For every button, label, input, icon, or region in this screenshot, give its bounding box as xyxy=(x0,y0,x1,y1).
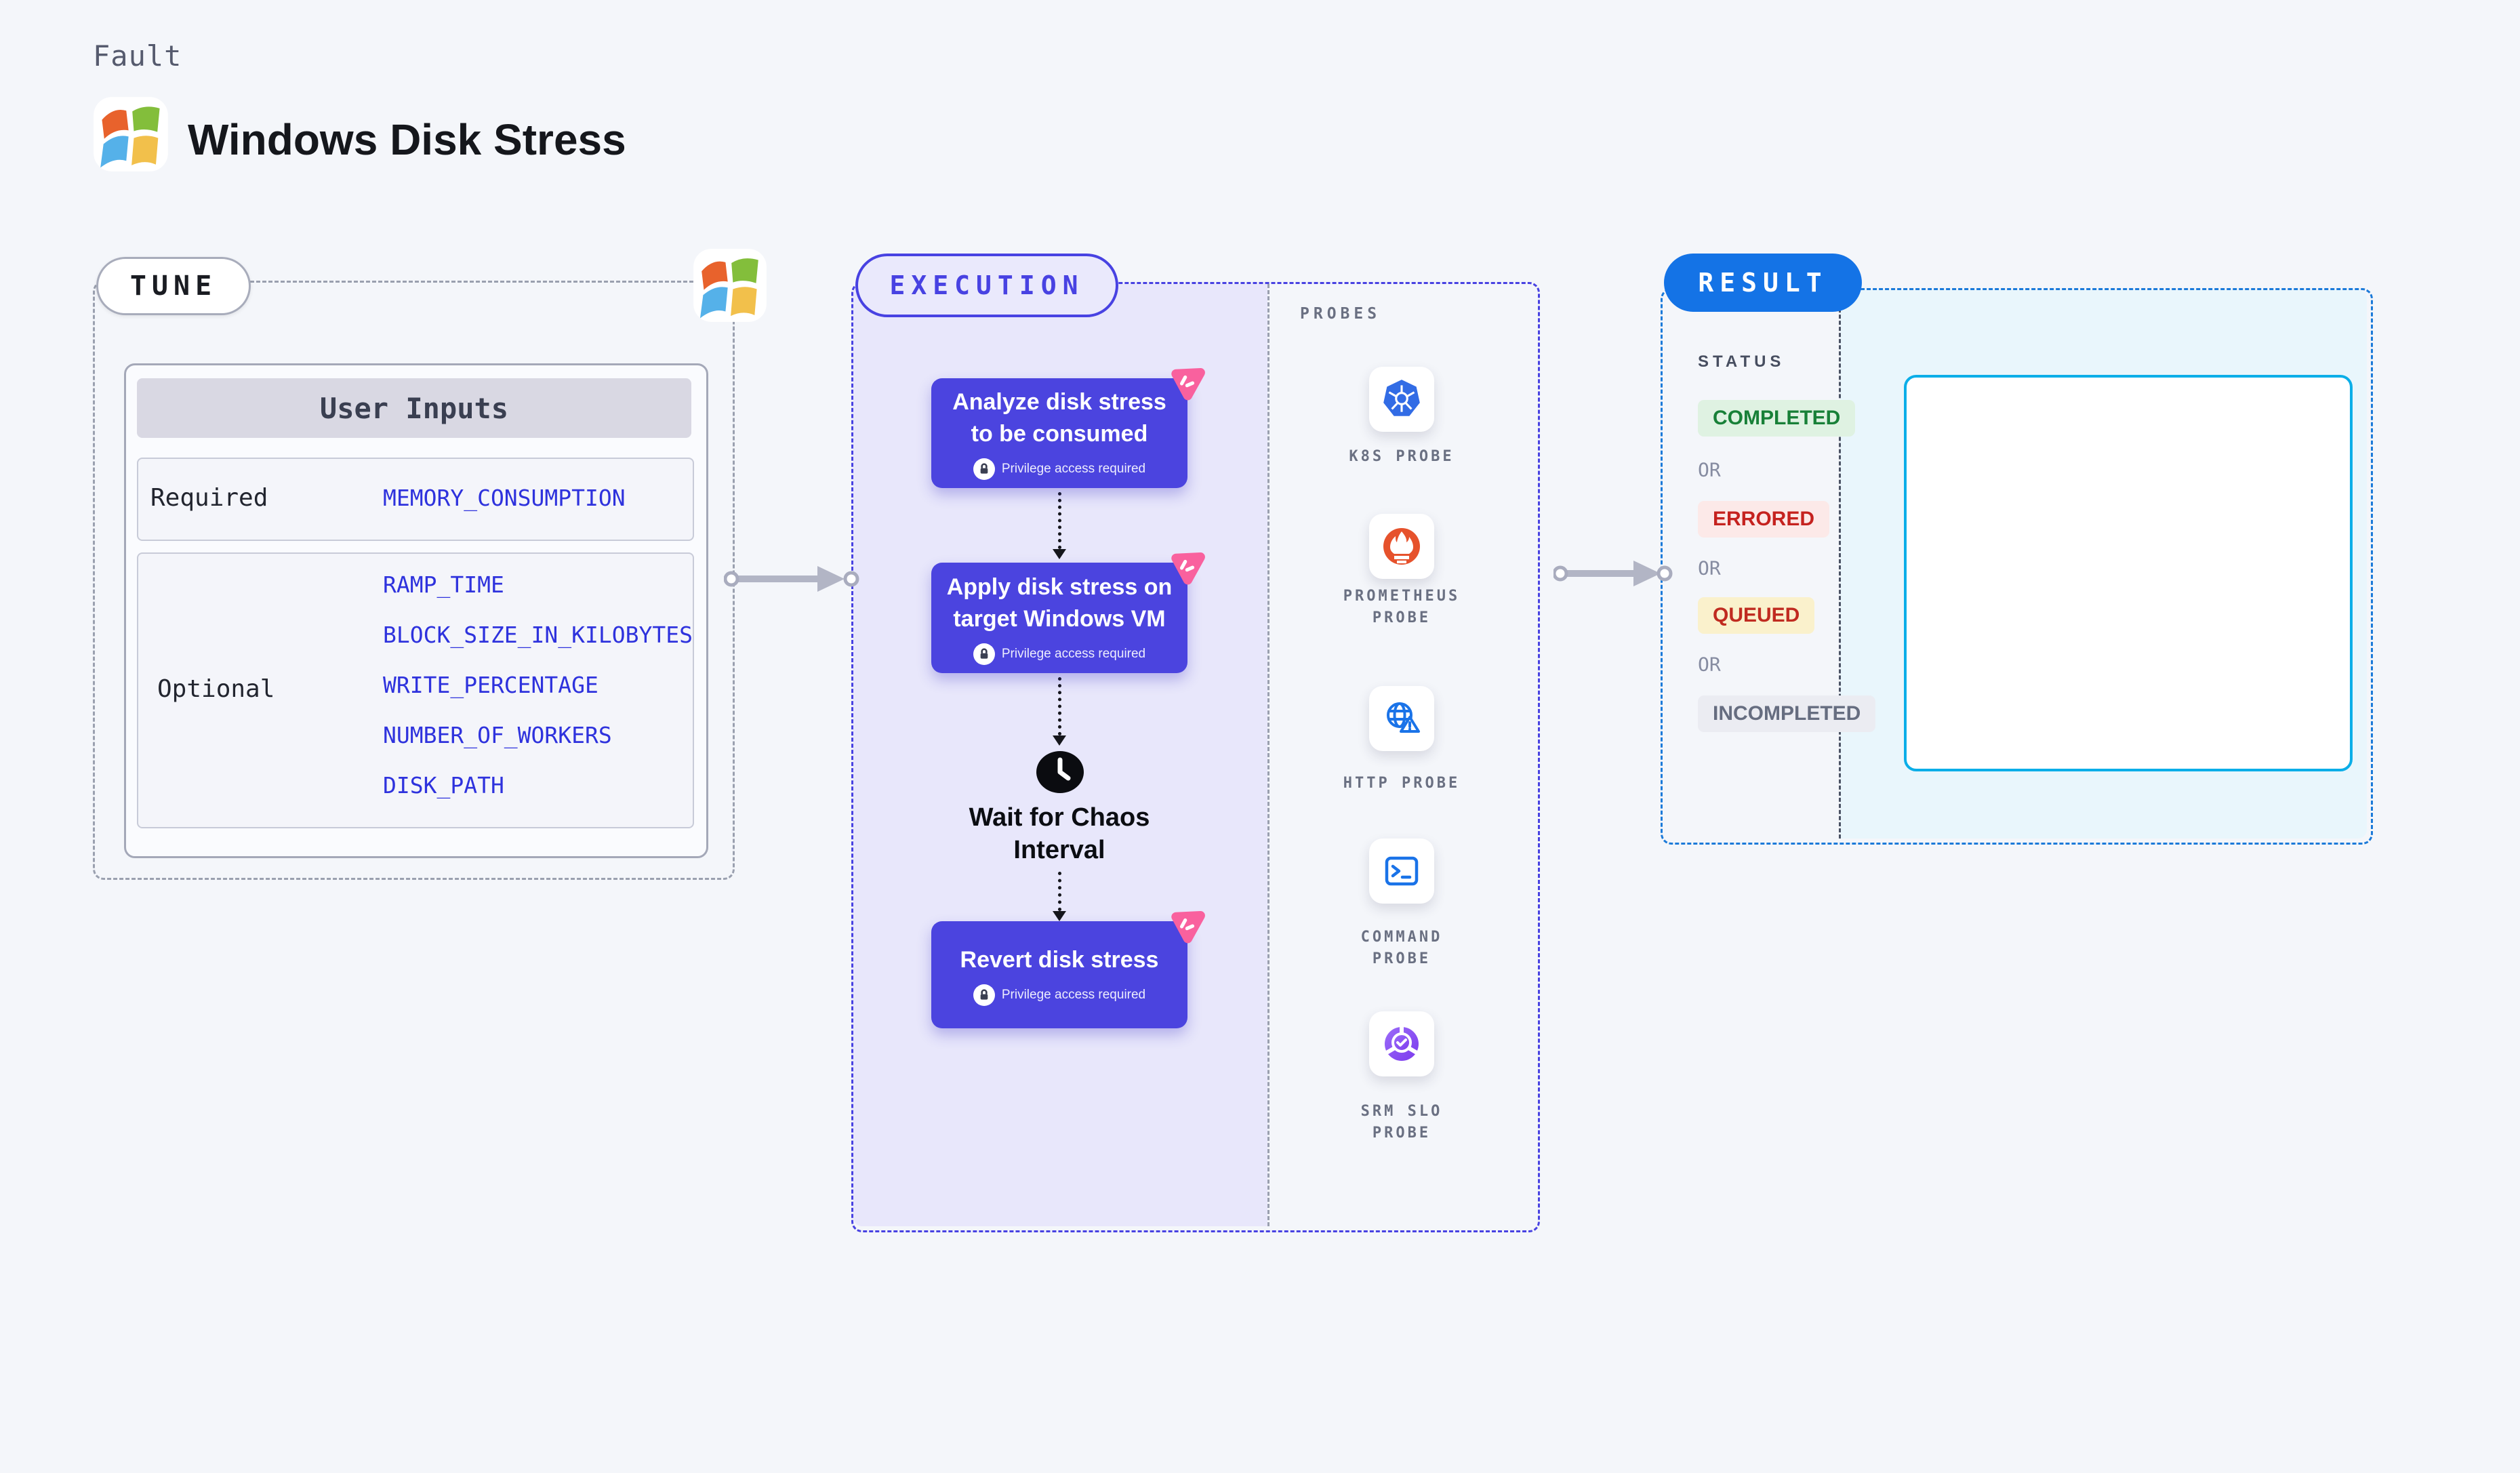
status-badge-completed: COMPLETED xyxy=(1698,400,1856,437)
status-badge-errored: ERRORED xyxy=(1698,501,1830,538)
privilege-note: Privilege access required xyxy=(973,984,1145,1006)
lock-icon xyxy=(973,643,995,665)
step-title: Analyze disk stress to be consumed xyxy=(952,389,1166,447)
output-box xyxy=(1904,375,2353,771)
page-title: Windows Disk Stress xyxy=(188,115,626,164)
probes-separator xyxy=(1267,284,1269,1226)
tune-to-execution-arrow xyxy=(724,566,859,592)
step-apply-disk-stress[interactable]: Apply disk stress on target Windows VM P… xyxy=(931,563,1187,673)
execution-badge: EXECUTION xyxy=(855,254,1118,317)
step-title: Revert disk stress xyxy=(960,946,1159,973)
result-badge: RESULT xyxy=(1664,254,1862,312)
srm-slo-icon xyxy=(1384,1026,1419,1061)
optional-value-disk-path[interactable]: DISK_PATH xyxy=(383,772,504,799)
command-probe-card[interactable] xyxy=(1369,839,1434,904)
privilege-note: Privilege access required xyxy=(973,458,1145,480)
http-probe-card[interactable] xyxy=(1369,686,1434,751)
flow-arrowhead xyxy=(1053,735,1066,746)
step-title: Apply disk stress on target Windows VM xyxy=(946,573,1173,632)
status-heading: STATUS xyxy=(1698,352,1785,371)
or-label: OR xyxy=(1698,557,1721,580)
fault-eyebrow: Fault xyxy=(93,39,182,73)
chaos-fault-icon xyxy=(1171,552,1205,585)
step-analyze-disk-stress[interactable]: Analyze disk stress to be consumed Privi… xyxy=(931,378,1187,488)
k8s-probe-label: K8S PROBE xyxy=(1349,448,1455,465)
privilege-note: Privilege access required xyxy=(973,643,1145,665)
clock-icon xyxy=(1036,751,1084,793)
http-globe-icon xyxy=(1387,702,1420,733)
windows-logo xyxy=(94,97,168,171)
status-badge-queued: QUEUED xyxy=(1698,597,1815,634)
prometheus-probe-card[interactable] xyxy=(1369,514,1434,579)
prometheus-icon xyxy=(1383,528,1420,565)
flow-connector xyxy=(1058,677,1061,735)
chaos-fault-icon xyxy=(1171,910,1205,944)
step-revert-disk-stress[interactable]: Revert disk stress Privilege access requ… xyxy=(931,921,1187,1028)
or-label: OR xyxy=(1698,653,1721,676)
command-probe-label: COMMAND PROBE xyxy=(1360,929,1443,967)
required-value-memory-consumption[interactable]: MEMORY_CONSUMPTION xyxy=(383,485,626,511)
optional-value-block-size[interactable]: BLOCK_SIZE_IN_KILOBYTES xyxy=(383,622,693,648)
optional-value-ramp-time[interactable]: RAMP_TIME xyxy=(383,571,504,598)
status-badge-incompleted: INCOMPLETED xyxy=(1698,695,1876,732)
required-inputs-row xyxy=(137,458,694,541)
tune-badge: TUNE xyxy=(96,257,251,315)
k8s-probe-card[interactable] xyxy=(1369,367,1434,432)
optional-inputs-row xyxy=(137,552,694,828)
user-inputs-header: User Inputs xyxy=(137,378,691,438)
flow-connector xyxy=(1058,492,1061,549)
command-terminal-icon xyxy=(1385,856,1419,886)
windows-logo-corner xyxy=(693,249,767,322)
optional-value-write-percentage[interactable]: WRITE_PERCENTAGE xyxy=(383,672,598,698)
lock-icon xyxy=(973,984,995,1006)
flow-connector xyxy=(1058,872,1061,911)
srm-slo-probe-card[interactable] xyxy=(1369,1011,1434,1076)
srm-slo-probe-label: SRM SLO PROBE xyxy=(1360,1103,1443,1142)
required-label: Required xyxy=(150,484,268,512)
probes-heading: PROBES xyxy=(1300,305,1381,323)
execution-to-result-arrow xyxy=(1553,561,1673,586)
or-label: OR xyxy=(1698,458,1721,481)
status-output-divider xyxy=(1839,290,1841,839)
execution-section-box xyxy=(851,282,1540,1232)
optional-label: Optional xyxy=(157,675,275,703)
http-probe-label: HTTP PROBE xyxy=(1343,775,1461,792)
kubernetes-icon xyxy=(1383,380,1420,416)
optional-value-number-of-workers[interactable]: NUMBER_OF_WORKERS xyxy=(383,722,612,748)
wait-for-chaos-label: Wait for Chaos Interval xyxy=(969,803,1150,864)
chaos-fault-icon xyxy=(1171,367,1205,401)
lock-icon xyxy=(973,458,995,480)
flow-arrowhead xyxy=(1053,911,1066,921)
flow-arrowhead xyxy=(1053,549,1066,559)
prometheus-probe-label: PROMETHEUS PROBE xyxy=(1343,588,1461,626)
